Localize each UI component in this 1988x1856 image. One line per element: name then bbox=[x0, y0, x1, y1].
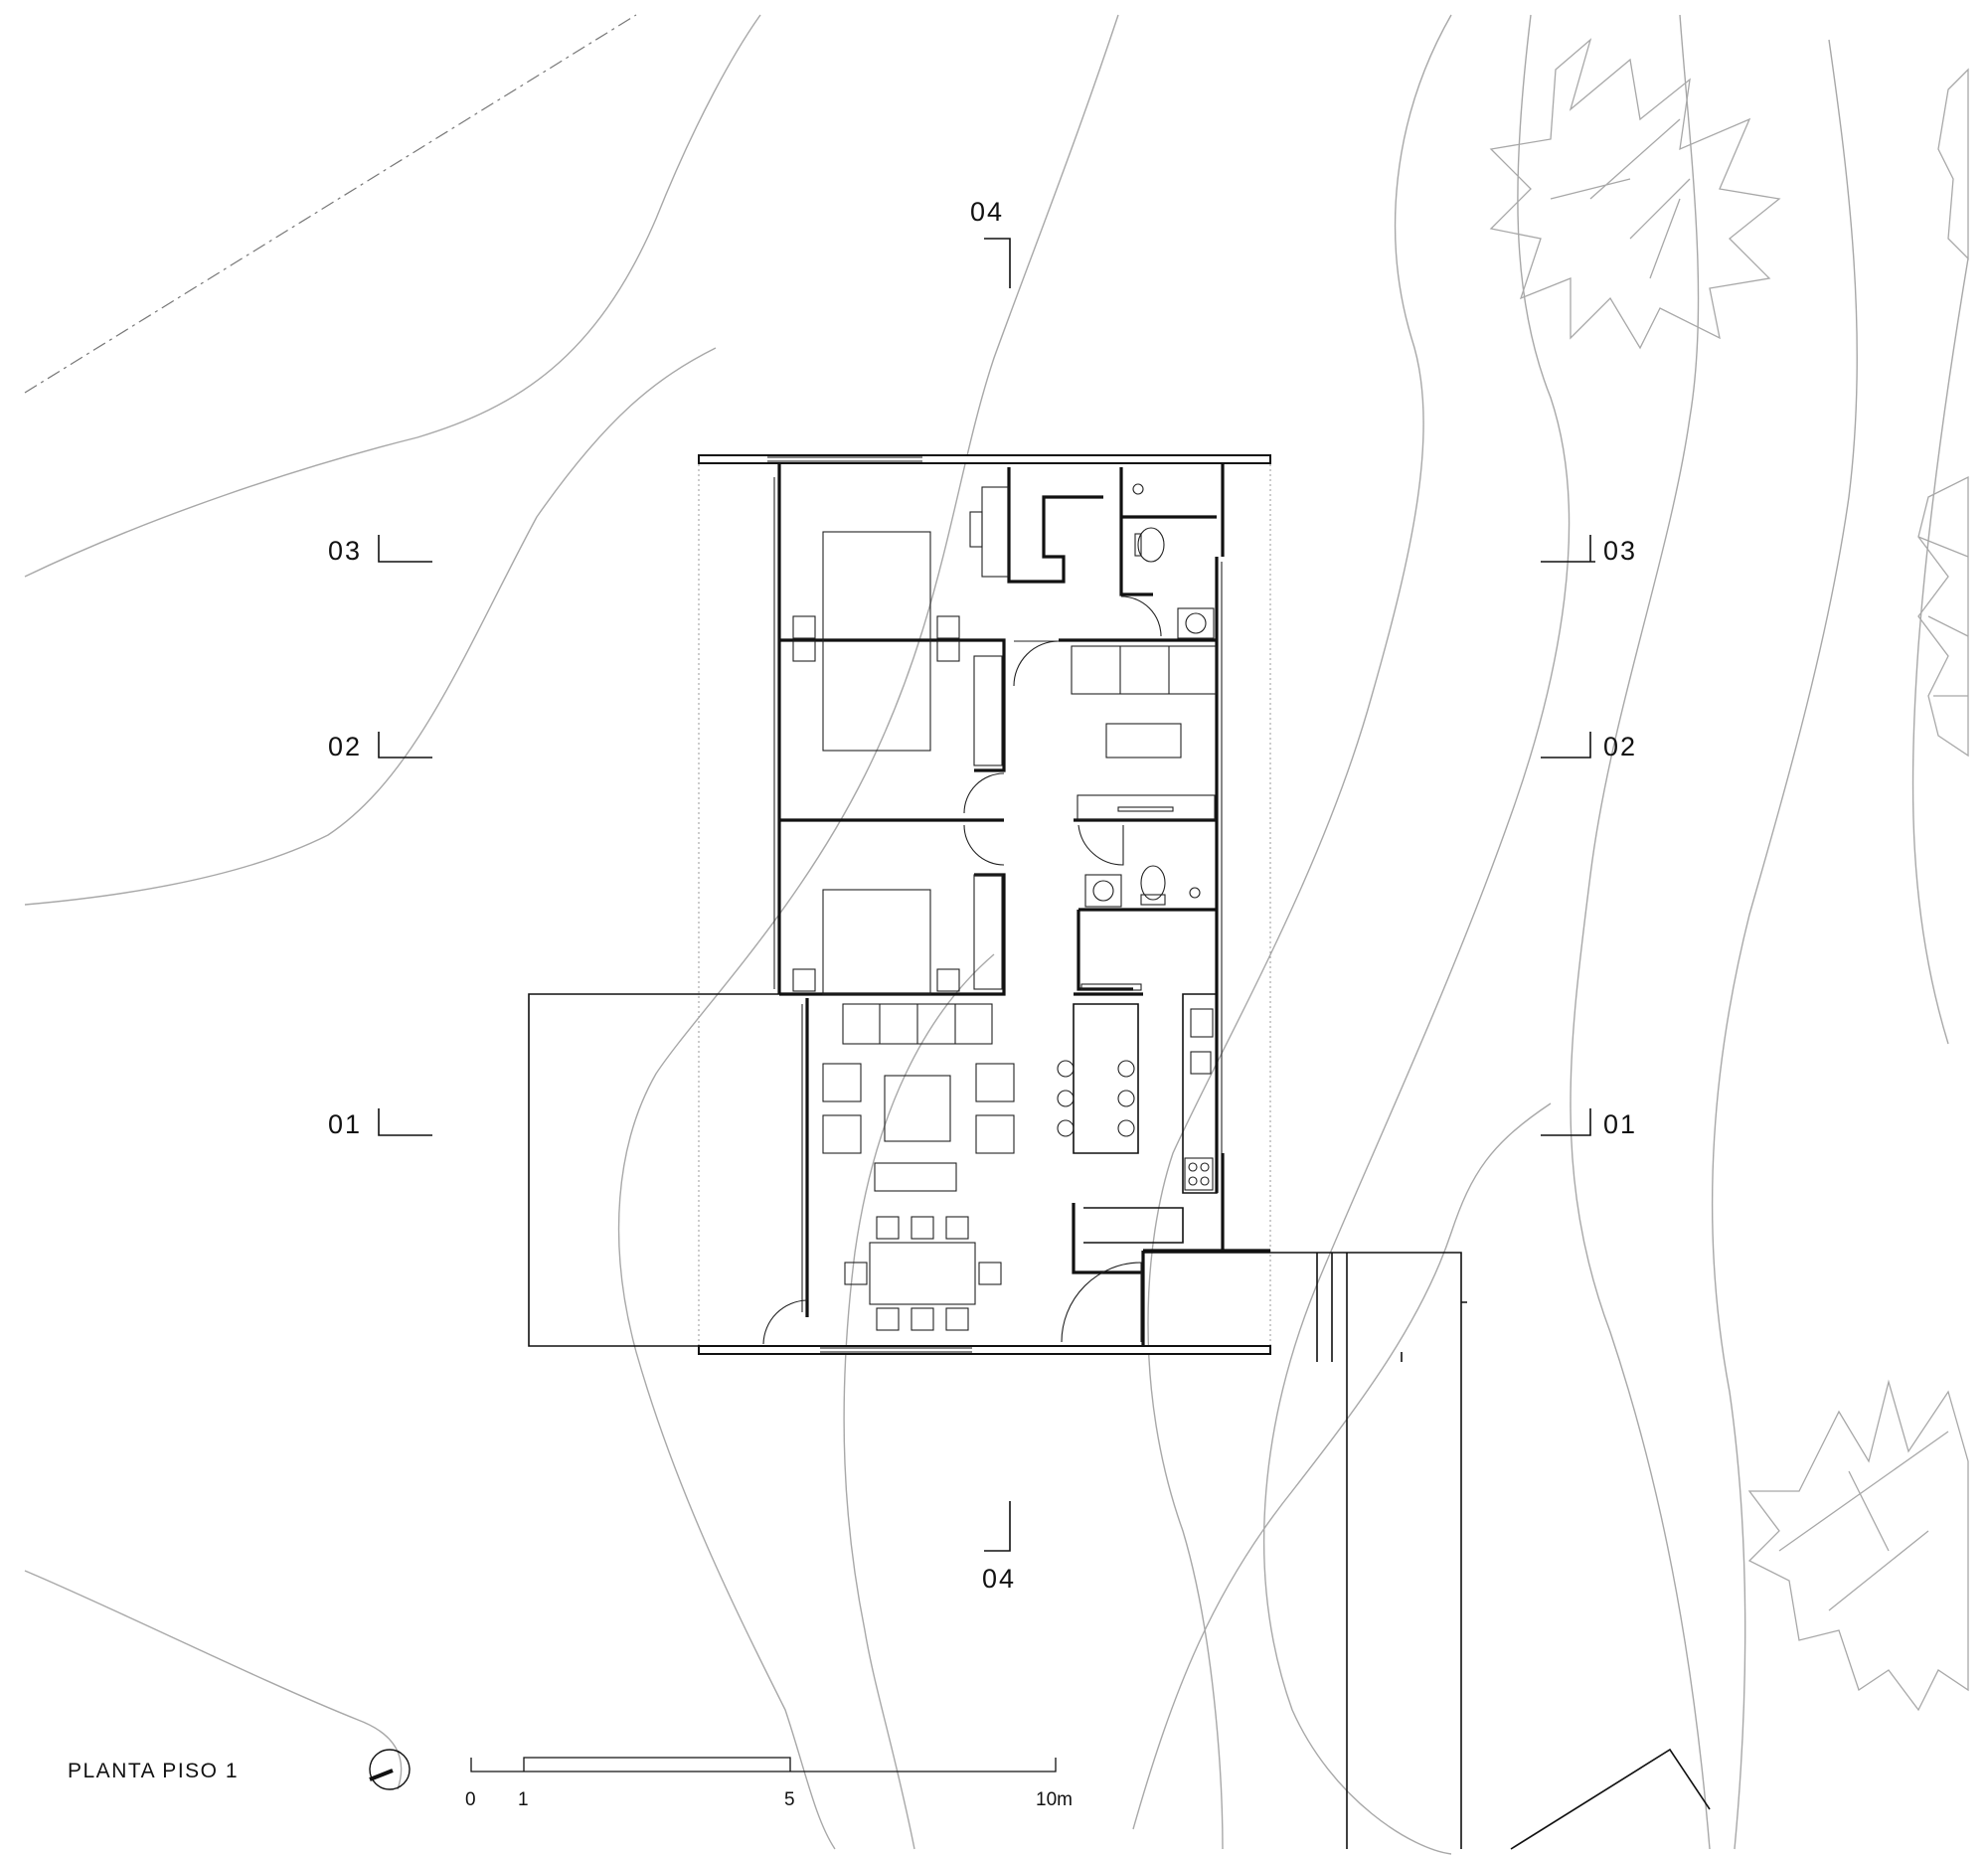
section-marker-02-left-line bbox=[378, 732, 432, 759]
scale-tick-10m: 10m bbox=[1036, 1789, 1073, 1810]
section-label-01-right: 01 bbox=[1603, 1109, 1637, 1139]
section-marker-03-left-line bbox=[378, 535, 432, 563]
section-marker-04-top-line bbox=[984, 238, 1011, 288]
section-label-04-top: 04 bbox=[970, 197, 1004, 227]
scale-tick-1: 1 bbox=[518, 1789, 529, 1810]
section-marker-03-right-line bbox=[1541, 535, 1595, 563]
section-label-03-right: 03 bbox=[1603, 536, 1637, 566]
tree-icon bbox=[1489, 38, 1969, 1712]
section-marker-01-right-line bbox=[1541, 1108, 1591, 1136]
section-label-02-right: 02 bbox=[1603, 732, 1637, 761]
section-label-03-left: 03 bbox=[328, 536, 362, 566]
north-arrow-icon bbox=[369, 1749, 411, 1790]
section-marker-04-bottom-line bbox=[984, 1501, 1011, 1552]
section-label-02-left: 02 bbox=[328, 732, 362, 761]
doors bbox=[762, 595, 1162, 1345]
scale-tick-5: 5 bbox=[784, 1789, 795, 1810]
section-marker-01-left-line bbox=[378, 1108, 432, 1136]
furniture bbox=[792, 483, 1217, 1331]
site-outlines bbox=[528, 458, 1711, 1850]
drawing-title: PLANTA PISO 1 bbox=[68, 1760, 239, 1782]
topography-contours bbox=[24, 14, 1969, 1855]
section-marker-02-right-line bbox=[1541, 732, 1591, 759]
section-markers: 03 03 02 02 01 01 04 04 bbox=[328, 197, 1637, 1594]
scale-bar: 0 1 5 10m bbox=[465, 1757, 1073, 1810]
scale-tick-0: 0 bbox=[465, 1789, 476, 1810]
building-walls bbox=[698, 454, 1271, 1355]
section-label-04-bottom: 04 bbox=[982, 1564, 1016, 1594]
section-label-01-left: 01 bbox=[328, 1109, 362, 1139]
